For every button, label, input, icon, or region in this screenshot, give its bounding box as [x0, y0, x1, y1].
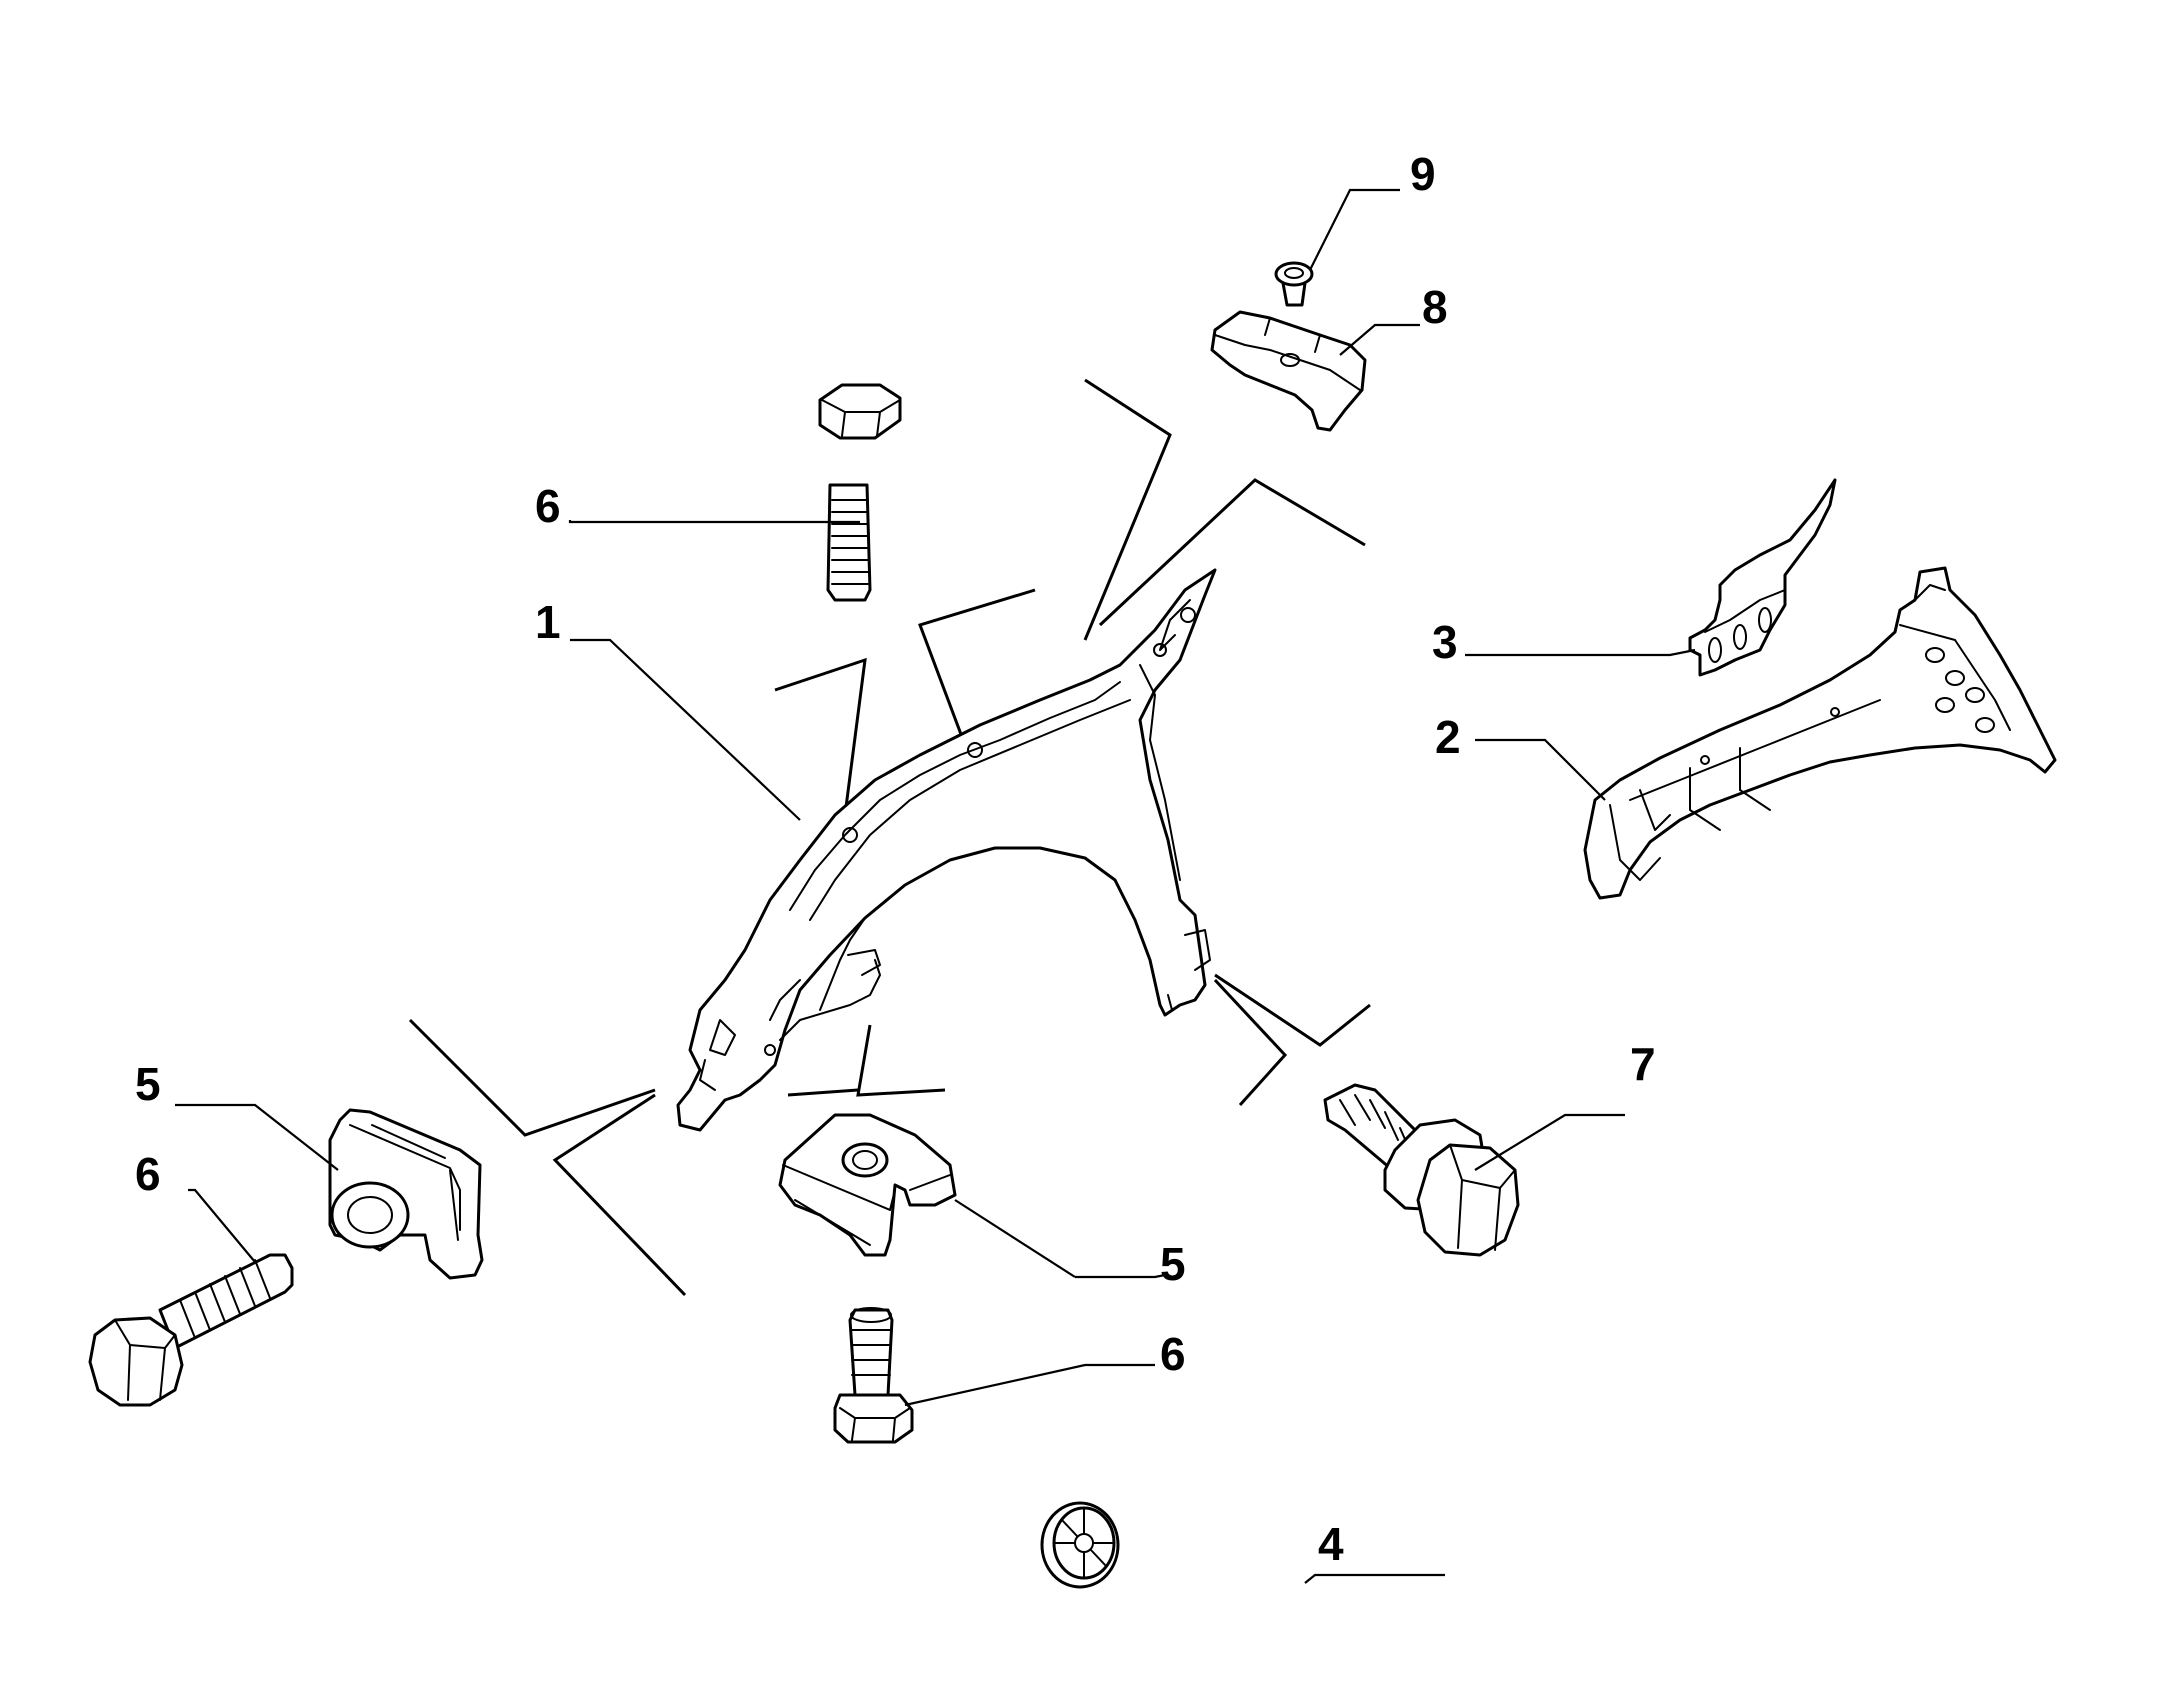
callout-5-left: 5: [135, 1058, 161, 1110]
callout-labels: 1 2 3 4 5 5 6 6 6 7 8 9: [135, 148, 1656, 1570]
front-fender-part: [676, 568, 1217, 1132]
callout-5-center: 5: [1160, 1238, 1186, 1290]
flange-bolt-part: [1323, 1083, 1520, 1257]
leader-lines: [175, 188, 1696, 1584]
callout-1: 1: [535, 596, 561, 648]
callout-6-left: 6: [135, 1148, 161, 1200]
assembly-guide-lines: [408, 378, 1371, 1297]
bolt-top-part: [818, 383, 902, 602]
rivet-part: [1274, 261, 1314, 307]
bolt-left-part: [88, 1253, 294, 1407]
bracket-plate-part: [1688, 478, 1837, 677]
callout-3: 3: [1432, 616, 1458, 668]
bolt-bottom-part: [833, 1307, 914, 1444]
clip-nut-center-part: [778, 1113, 957, 1257]
callout-8: 8: [1422, 281, 1448, 333]
callout-6-bottom: 6: [1160, 1328, 1186, 1380]
callout-7: 7: [1630, 1038, 1656, 1090]
callout-4: 4: [1318, 1518, 1344, 1570]
callout-6-top: 6: [535, 480, 561, 532]
wheel-arch-liner-part: [1583, 566, 2057, 900]
round-plug-part: [1040, 1501, 1120, 1589]
callout-2: 2: [1435, 711, 1461, 763]
callout-9: 9: [1410, 148, 1436, 200]
clip-nut-left-part: [328, 1108, 484, 1280]
upper-bracket-part: [1210, 310, 1367, 432]
